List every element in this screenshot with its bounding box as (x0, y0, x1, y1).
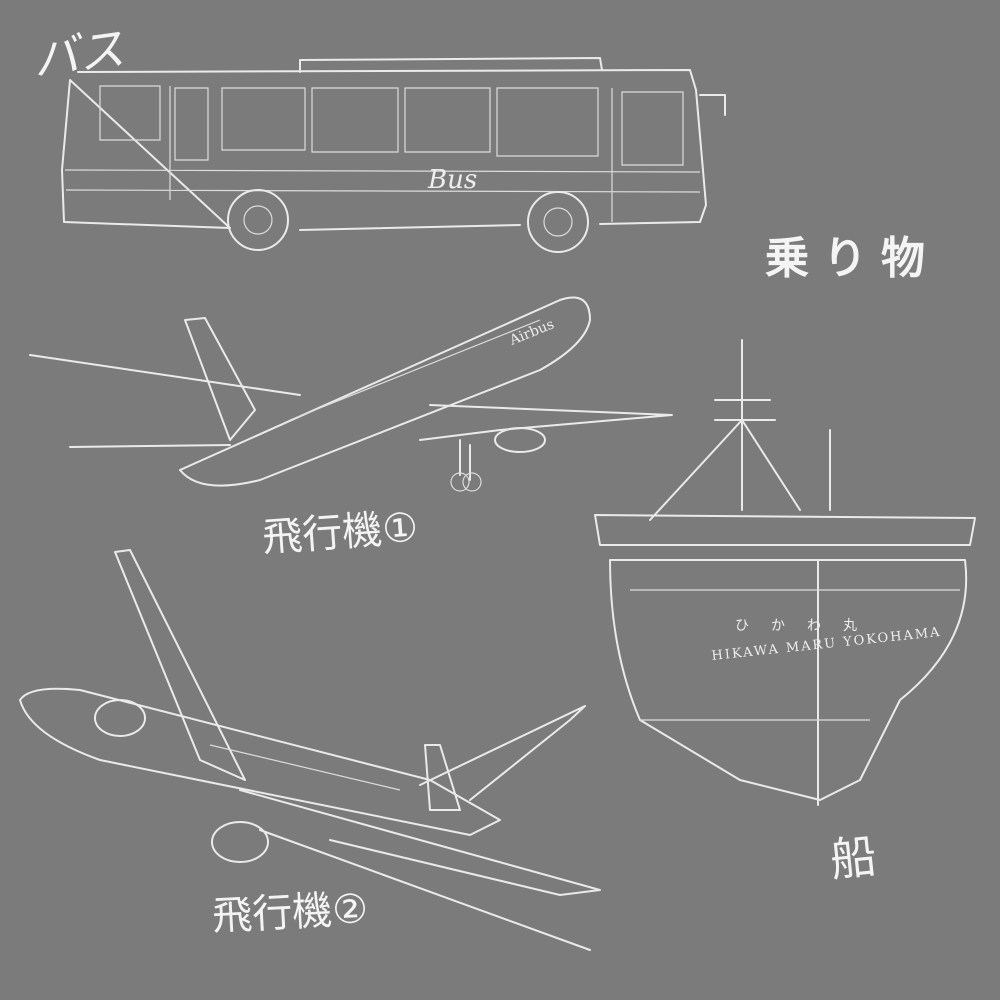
ship-label: 船 (827, 828, 880, 888)
plane-1-label: 飛行機① (260, 504, 420, 562)
bus-logo: Bus (427, 165, 477, 195)
bus-drawing: Bus (61, 57, 726, 253)
ship-drawing: HIKAWA MARU YOKOHAMA ひかわ丸 (594, 339, 976, 806)
ship-kana: ひかわ丸 (735, 618, 879, 634)
page-title: 乗り物 (765, 233, 939, 284)
plane-2-drawing (19, 549, 601, 951)
plane-2-label: 飛行機② (211, 885, 370, 941)
bus-label: バス (29, 20, 128, 88)
plane-1-drawing: Airbus (29, 296, 673, 492)
